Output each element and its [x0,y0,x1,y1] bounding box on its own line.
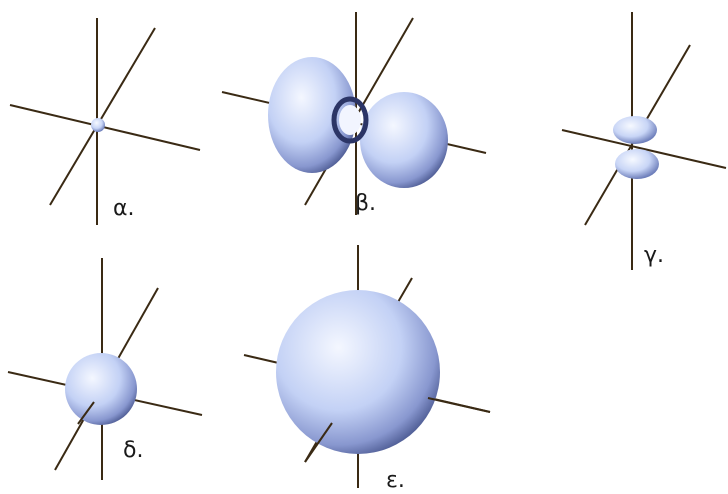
s-orbital-small [91,118,105,132]
lobe-right [360,92,448,188]
orbital-gamma [562,12,726,270]
p-lobe-upper [613,116,657,144]
orbital-delta [8,258,202,480]
label-alpha: α. [113,198,135,220]
s-orbital-medium [65,353,137,425]
label-gamma: γ. [644,245,664,267]
label-epsilon: ε. [386,470,405,492]
orbital-alpha [10,18,200,225]
s-orbital-large [276,290,440,454]
p-lobe-lower [615,149,659,179]
axis-y-alpha [50,28,155,205]
label-beta: β. [355,193,376,215]
label-delta: δ. [123,440,143,462]
orbital-epsilon [244,245,490,488]
torus-hole [339,105,361,135]
orbital-beta [222,12,486,215]
axis-x-epsilon-front [428,398,490,412]
